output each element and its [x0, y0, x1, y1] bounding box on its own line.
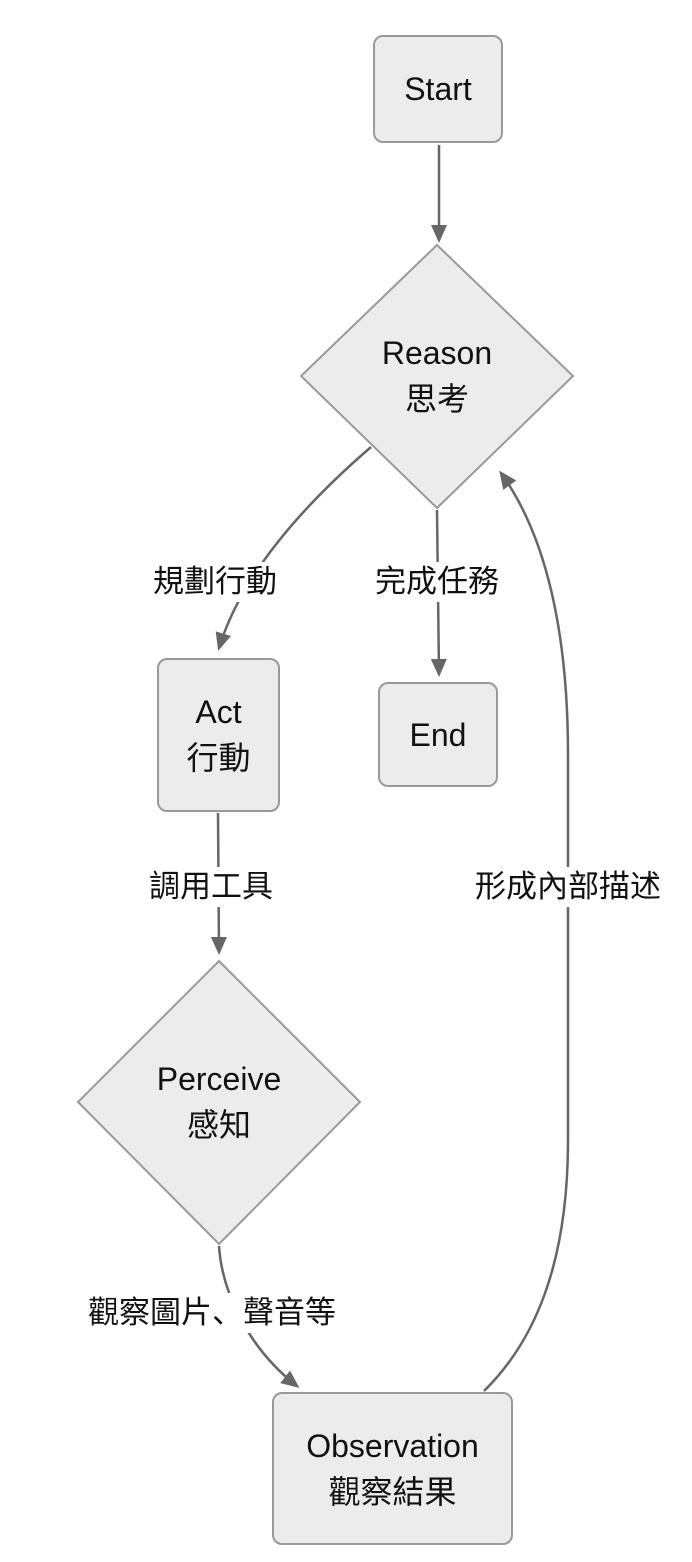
perceive-diamond-shape [76, 959, 362, 1246]
edge-label-form-internal-description: 形成內部描述 [470, 867, 666, 907]
edge-label-observe-media: 觀察圖片、聲音等 [83, 1293, 341, 1333]
node-perceive-label-zh: 感知 [186, 1107, 251, 1143]
node-act-label-zh: 行動 [186, 740, 251, 776]
node-act-label-en: Act [195, 694, 242, 730]
node-perceive: Perceive 感知 [119, 1052, 319, 1152]
node-observation-label-zh: 觀察結果 [328, 1473, 457, 1510]
node-perceive-label-en: Perceive [156, 1061, 282, 1097]
node-reason-label-en: Reason [381, 335, 493, 371]
edge-label-call-tools: 調用工具 [144, 867, 278, 907]
node-end: End [378, 682, 498, 787]
reason-diamond-shape [299, 243, 575, 510]
node-start-label: Start [404, 71, 472, 107]
edge-reason-to-act [215, 446, 372, 651]
node-observation: Observation 觀察結果 [272, 1392, 513, 1545]
node-observation-label-en: Observation [306, 1427, 479, 1464]
node-reason: Reason 思考 [337, 326, 537, 426]
node-act: Act 行動 [157, 658, 280, 812]
edge-label-plan-action: 規劃行動 [148, 562, 282, 602]
node-start: Start [373, 35, 503, 143]
node-reason-label-zh: 思考 [404, 381, 469, 417]
edge-label-task-complete: 完成任務 [370, 562, 504, 602]
node-end-label: End [409, 716, 467, 753]
edge-observation-to-reason [483, 470, 570, 1392]
